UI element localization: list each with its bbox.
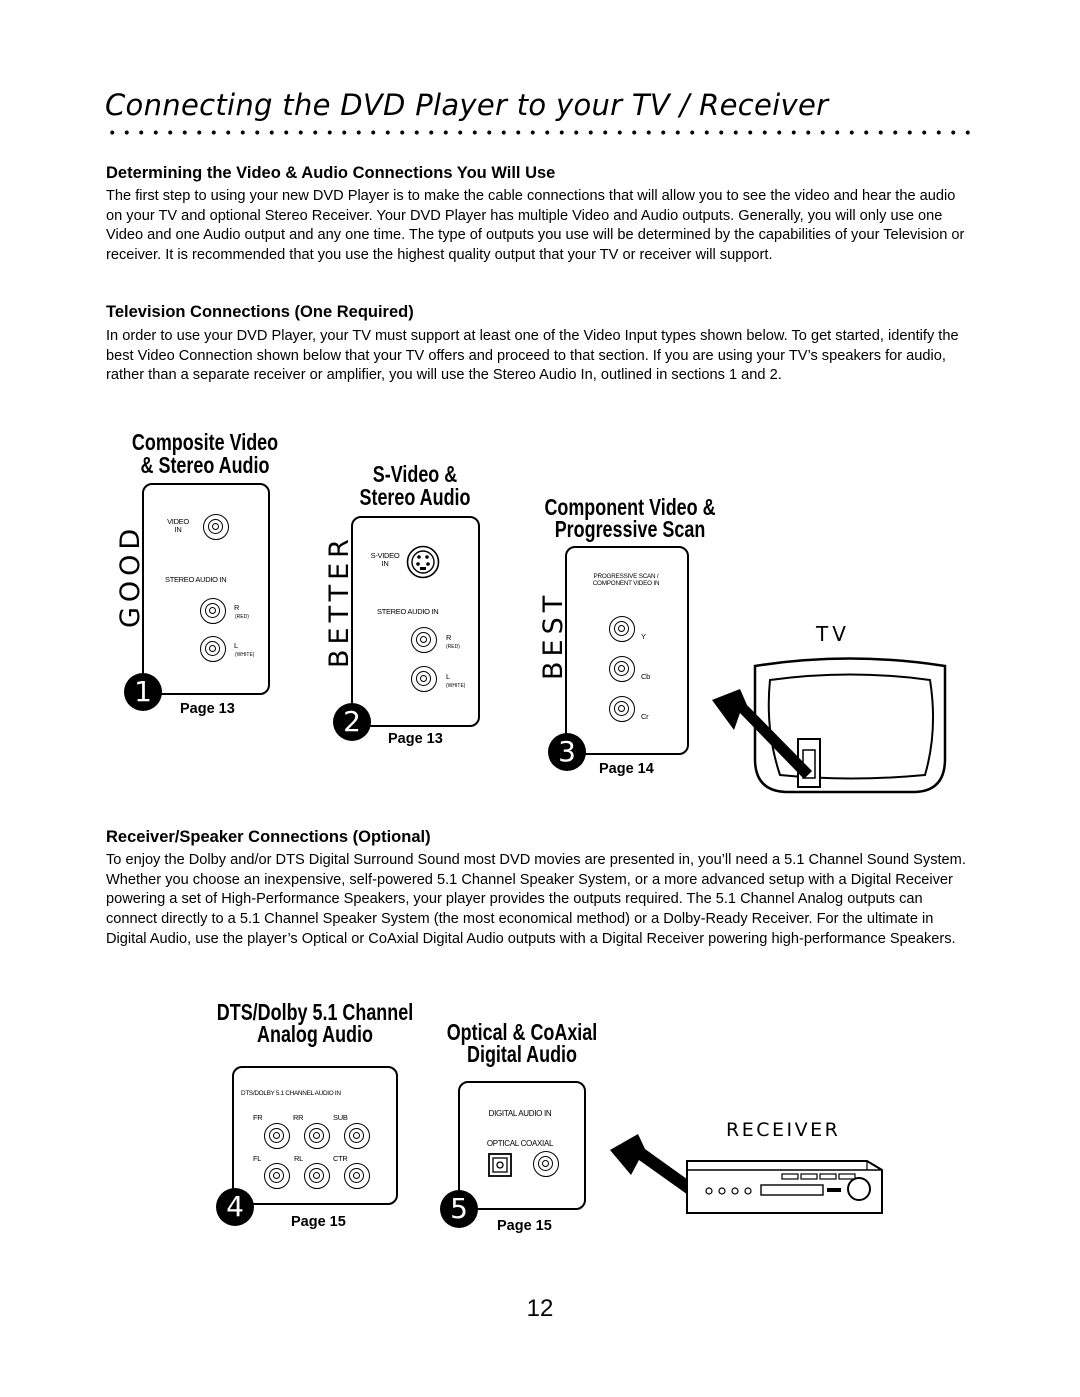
analog51-fr-label: FR — [253, 1113, 263, 1122]
dotted-divider — [105, 130, 975, 135]
analog51-rl-label: RL — [294, 1154, 303, 1163]
composite-page-link[interactable]: Page 13 — [180, 701, 235, 717]
svideo-stereo-label: STEREO AUDIO IN — [377, 607, 439, 616]
analog51-title-line1: DTS/Dolby 5.1 Channel — [216, 999, 414, 1025]
component-cb-label: Cb — [641, 672, 650, 681]
analog51-title-line2: Analog Audio — [257, 1021, 373, 1047]
composite-panel — [142, 483, 270, 695]
page-number: 12 — [526, 1295, 554, 1322]
composite-r-label: R — [234, 603, 240, 612]
component-panel — [565, 546, 689, 755]
svideo-title-line1: S-Video & — [372, 461, 458, 487]
analog51-rr-jack — [304, 1123, 330, 1149]
analog51-rl-jack — [304, 1163, 330, 1189]
composite-r-color: (RED) — [235, 614, 249, 620]
component-number-badge: 3 — [548, 733, 586, 771]
component-page-link[interactable]: Page 14 — [599, 761, 654, 777]
svideo-r-label: R — [446, 633, 452, 642]
composite-title-line2: & Stereo Audio — [140, 452, 270, 478]
component-title-line1: Component Video & — [544, 494, 716, 520]
svideo-page-link[interactable]: Page 13 — [388, 731, 443, 747]
analog51-number-badge: 4 — [216, 1188, 254, 1226]
digital-page-link[interactable]: Page 15 — [497, 1218, 552, 1234]
component-cr-label: Cr — [641, 712, 649, 721]
svideo-jack — [406, 545, 440, 579]
component-cr-jack — [609, 696, 635, 722]
component-y-jack — [609, 616, 635, 642]
composite-rating: GOOD — [115, 523, 146, 628]
analog51-fl-jack — [264, 1163, 290, 1189]
composite-stereo-label: STEREO AUDIO IN — [165, 575, 227, 584]
composite-video-jack — [203, 514, 229, 540]
digital-number-badge: 5 — [440, 1190, 478, 1228]
analog51-ctr-label: CTR — [333, 1154, 348, 1163]
analog51-sub-jack — [344, 1123, 370, 1149]
component-rating: BEST — [538, 590, 569, 680]
svideo-label: S-VIDEO IN — [370, 551, 400, 568]
analog51-ctr-jack — [344, 1163, 370, 1189]
digital-label: DIGITAL AUDIO IN — [488, 1109, 552, 1118]
digital-title-line2: Digital Audio — [467, 1041, 577, 1067]
composite-video-label: VIDEO IN — [167, 517, 189, 534]
tv-label: TV — [816, 622, 850, 646]
analog51-label: DTS/DOLBY 5.1 CHANNEL AUDIO IN — [241, 1090, 341, 1097]
heading-television: Television Connections (One Required) — [106, 303, 414, 321]
heading-determining: Determining the Video & Audio Connection… — [106, 164, 556, 182]
optical-jack — [488, 1153, 512, 1177]
digital-sublabel: OPTICAL COAXIAL — [486, 1139, 554, 1148]
analog51-rr-label: RR — [293, 1113, 304, 1122]
component-cb-jack — [609, 656, 635, 682]
svideo-title-line2: Stereo Audio — [359, 484, 471, 510]
composite-l-jack — [200, 636, 226, 662]
analog51-page-link[interactable]: Page 15 — [291, 1214, 346, 1230]
svideo-r-color: (RED) — [446, 644, 460, 650]
receiver-illustration — [610, 1134, 883, 1214]
svideo-r-jack — [411, 627, 437, 653]
paragraph-receiver: To enjoy the Dolby and/or DTS Digital Su… — [106, 852, 966, 947]
component-title-line2: Progressive Scan — [554, 516, 706, 542]
svideo-rating: BETTER — [324, 534, 355, 668]
svideo-l-jack — [411, 666, 437, 692]
analog51-sub-label: SUB — [333, 1113, 348, 1122]
digital-title-line1: Optical & CoAxial — [446, 1019, 598, 1045]
paragraph-television: In order to use your DVD Player, your TV… — [106, 328, 959, 384]
composite-l-color: (WHITE) — [235, 652, 255, 658]
heading-receiver: Receiver/Speaker Connections (Optional) — [106, 828, 431, 846]
component-label: PROGRESSIVE SCAN / COMPONENT VIDEO IN — [592, 573, 660, 587]
component-y-label: Y — [641, 632, 646, 641]
composite-r-jack — [200, 598, 226, 624]
analog51-fr-jack — [264, 1123, 290, 1149]
composite-title-line1: Composite Video — [131, 429, 279, 455]
paragraph-determining: The first step to using your new DVD Pla… — [106, 188, 965, 264]
tv-illustration — [712, 657, 947, 794]
composite-number-badge: 1 — [124, 673, 162, 711]
digital-panel — [458, 1081, 586, 1210]
composite-l-label: L — [234, 641, 238, 650]
svideo-l-color: (WHITE) — [446, 683, 466, 689]
svideo-l-label: L — [446, 672, 450, 681]
analog51-fl-label: FL — [253, 1154, 262, 1163]
receiver-label: RECEIVER — [726, 1119, 841, 1141]
svideo-number-badge: 2 — [333, 703, 371, 741]
page-title: Connecting the DVD Player to your TV / R… — [105, 88, 829, 122]
coaxial-jack — [533, 1151, 559, 1177]
